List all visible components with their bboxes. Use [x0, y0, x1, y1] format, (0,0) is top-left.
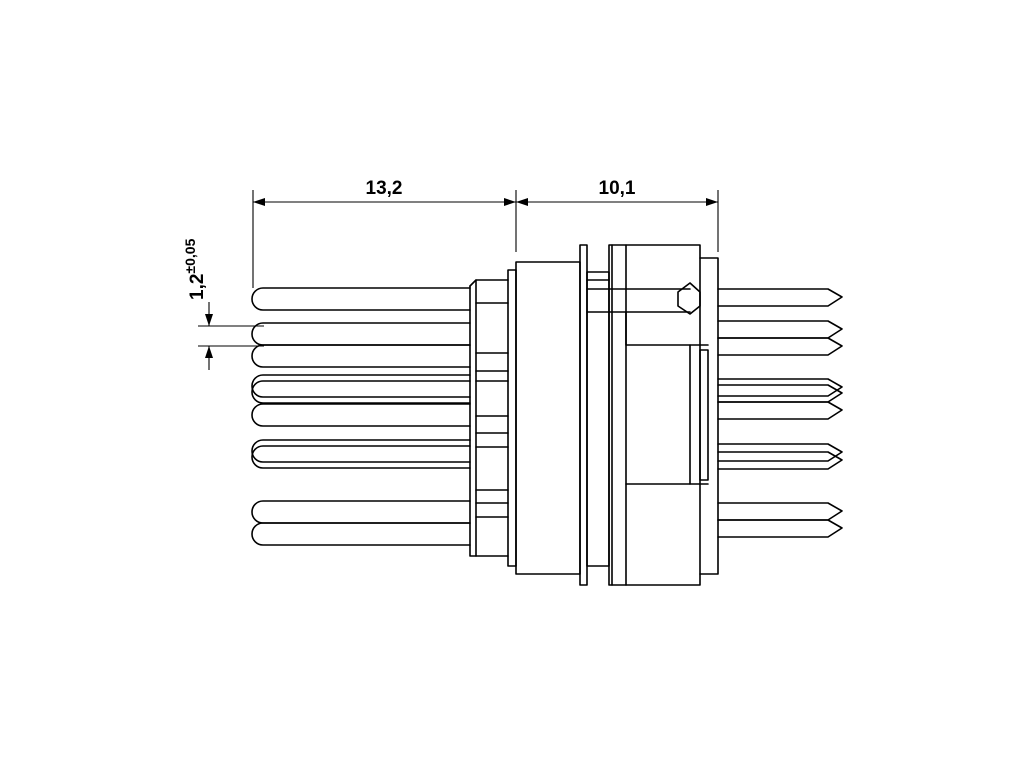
- right-pins: [717, 288, 843, 538]
- pin-pitch-label: 1,2±0,05: [182, 238, 208, 300]
- pin-shoulders: [469, 279, 509, 557]
- left-length-label: 13,2: [366, 178, 403, 199]
- dimension-pin-pitch: 1,2±0,05: [182, 238, 264, 370]
- right-length-label: 10,1: [599, 178, 636, 199]
- dimension-left-length: 13,2: [252, 178, 517, 288]
- dimension-right-length: 10,1: [516, 178, 719, 252]
- connector-housing: [507, 244, 719, 586]
- left-pins: [251, 287, 471, 546]
